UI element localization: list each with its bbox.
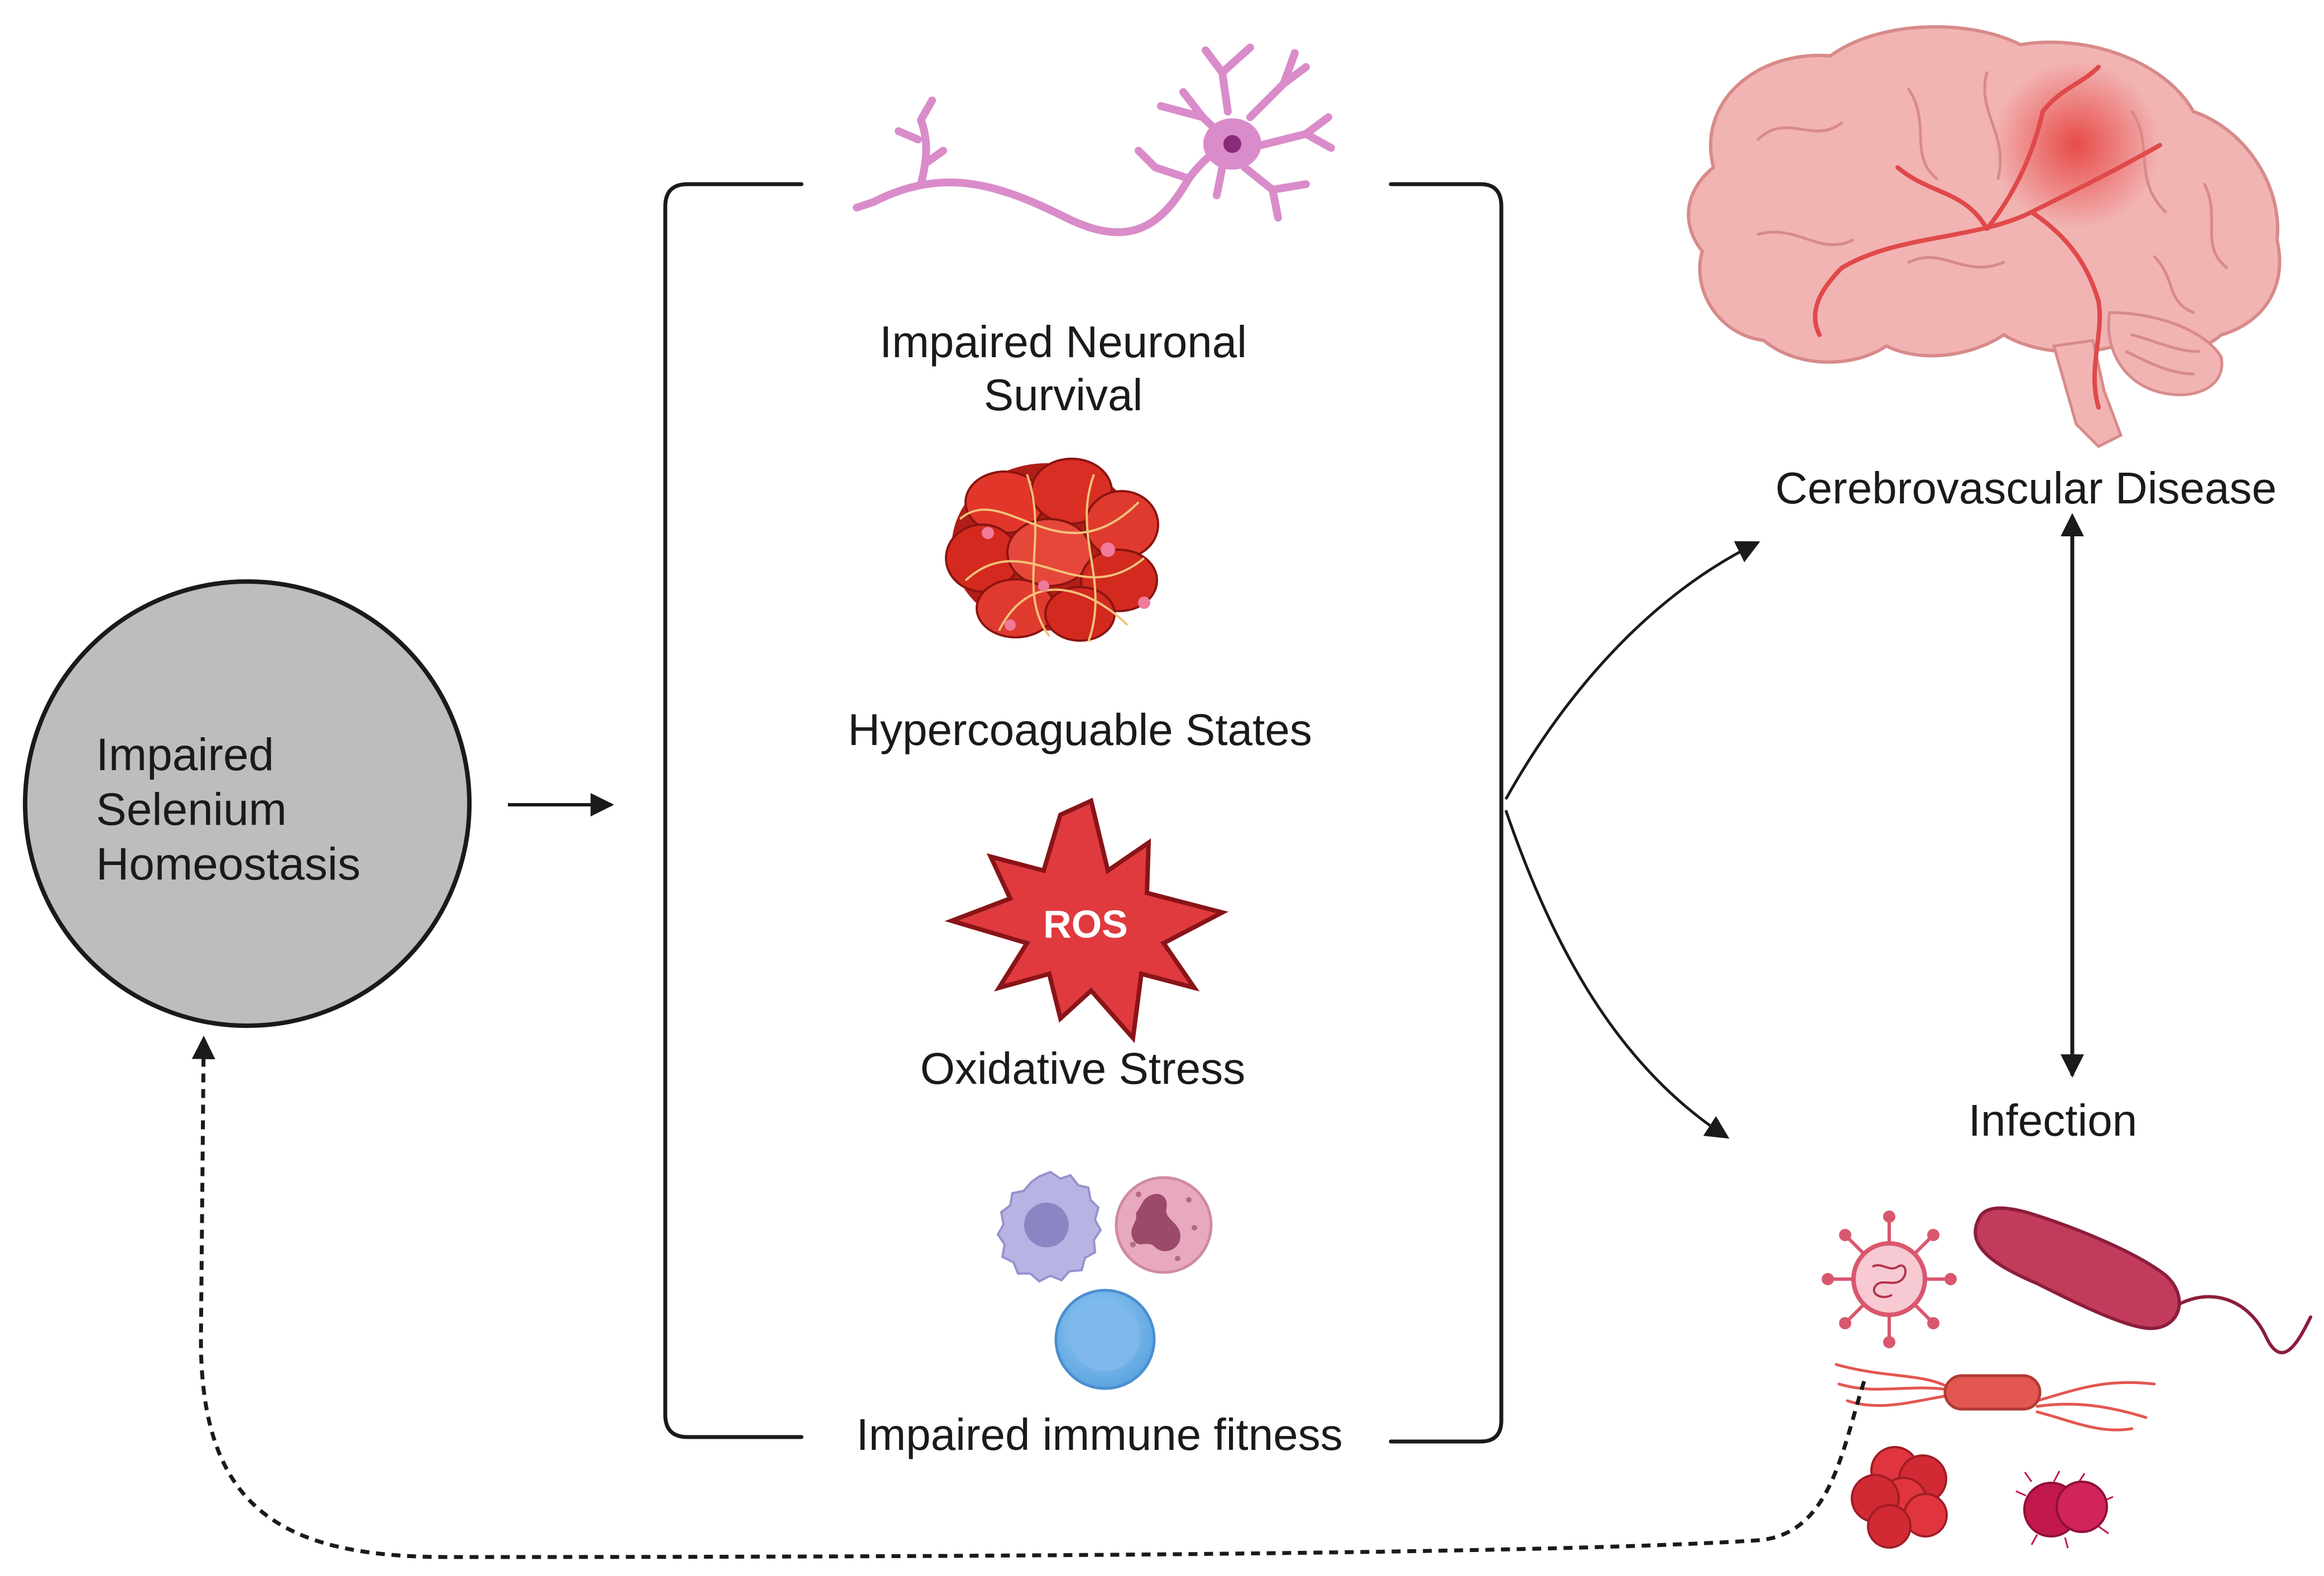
coagulation-label: Hypercoaguable States <box>848 705 1312 755</box>
cerebrovascular-label: Cerebrovascular Disease <box>1775 463 2277 513</box>
immune-cells-icon <box>996 1170 1213 1390</box>
blood-clot-icon <box>945 458 1159 642</box>
oxidative-label: Oxidative Stress <box>920 1044 1245 1093</box>
arrow-infection-to-source <box>191 1035 1866 1559</box>
coccus-cluster-icon <box>1851 1446 1948 1549</box>
mechanisms-box <box>663 182 1504 1444</box>
source-line-3: Homeostasis <box>96 839 361 890</box>
infection-label: Infection <box>1968 1095 2137 1145</box>
source-line-2: Selenium <box>96 784 287 835</box>
pathogens-icon <box>1822 1206 2312 1549</box>
macrophage-cell-icon <box>996 1170 1102 1283</box>
neutrophil-cell-icon <box>1115 1176 1213 1274</box>
bacillus-icon <box>1974 1206 2312 1354</box>
arrow-to-infection <box>1504 810 1730 1139</box>
neuronal-label-line-2: Survival <box>984 370 1143 420</box>
lymphocyte-cell-icon <box>1054 1289 1156 1390</box>
arrow-to-cerebrovascular <box>1504 541 1760 800</box>
source-line-1: Impaired <box>96 729 274 780</box>
brain-icon <box>1687 25 2282 449</box>
bracket-left <box>663 182 804 1439</box>
immune-label: Impaired immune fitness <box>856 1410 1342 1459</box>
source-circle <box>23 579 472 1028</box>
ros-badge: ROS <box>1043 902 1128 946</box>
neuronal-label-line-1: Impaired Neuronal <box>880 317 1247 367</box>
bracket-right <box>1389 182 1504 1444</box>
neuron-icon <box>853 44 1335 236</box>
rod-body <box>1943 1374 2042 1411</box>
ros-starburst-icon: ROS <box>944 797 1229 1044</box>
diplococcus-icon <box>2015 1471 2114 1549</box>
virus-icon <box>1822 1210 1957 1348</box>
source-node: Impaired Selenium Homeostasis <box>23 579 472 1028</box>
